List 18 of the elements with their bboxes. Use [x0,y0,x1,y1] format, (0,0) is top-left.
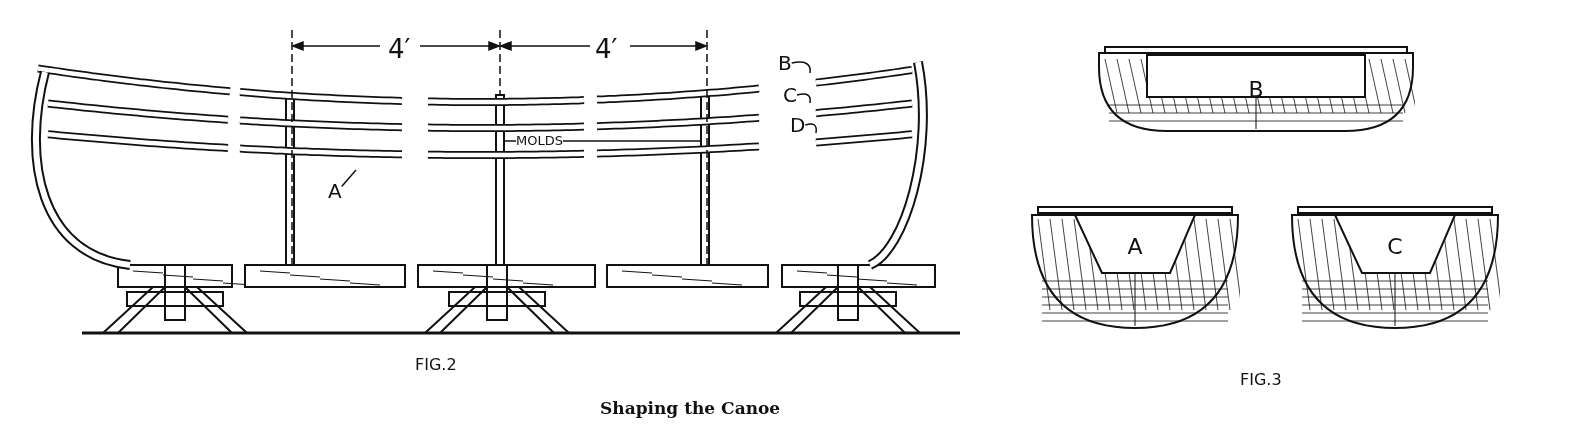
caption: Shaping the Canoe [600,398,781,418]
leader-line [503,140,517,142]
leader-line [791,61,811,74]
leader-line [804,123,817,134]
section-letter: C [1386,233,1404,259]
section-letter: A [1126,233,1144,259]
figure-label: FIG.3 [1240,370,1282,389]
dimension-label: 4′ [388,34,411,64]
part-label: A [328,180,342,202]
part-label: B [778,52,792,74]
leader-line [562,140,702,142]
dimension-label: 4′ [595,34,618,64]
part-label: MOLDS [516,133,563,149]
leader-line [340,169,357,188]
part-label: C [783,84,797,106]
figure-label: FIG.2 [415,355,457,374]
part-label: D [790,114,806,136]
leader-line [796,93,811,104]
